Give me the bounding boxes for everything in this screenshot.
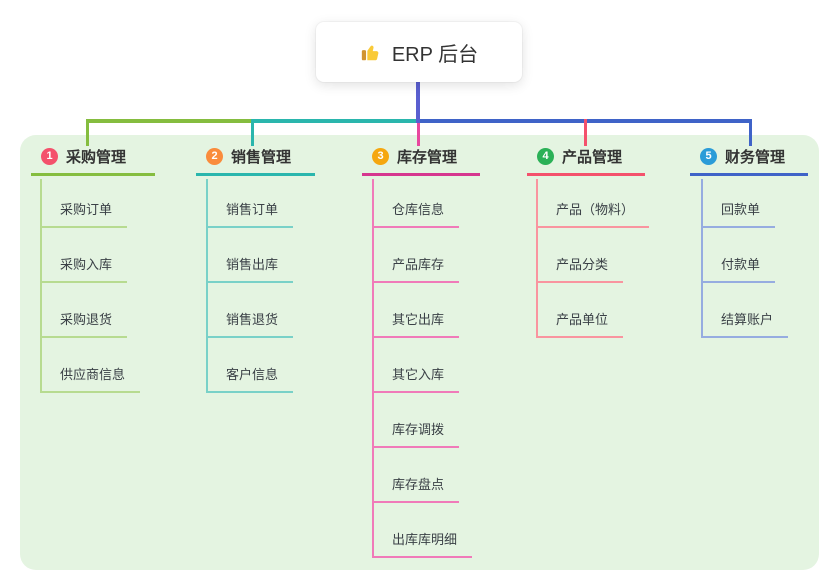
child-node[interactable]: 出库库明细	[372, 529, 473, 558]
child-node[interactable]: 产品（物料）	[536, 199, 650, 228]
child-node[interactable]: 回款单	[701, 199, 776, 228]
child-node[interactable]: 供应商信息	[40, 364, 141, 393]
child-node[interactable]: 客户信息	[206, 364, 294, 393]
branch-node-5[interactable]: 5 财务管理	[690, 146, 808, 176]
root-connector-line	[416, 82, 420, 123]
branch-node-3[interactable]: 3 库存管理	[362, 146, 480, 176]
child-node[interactable]: 付款单	[701, 254, 776, 283]
bus-segment	[87, 119, 254, 123]
root-label: ERP 后台	[391, 43, 479, 66]
child-node[interactable]: 采购退货	[40, 309, 128, 338]
branch-drop-line	[250, 119, 254, 146]
child-node[interactable]: 库存调拨	[372, 419, 460, 448]
branch-title: 产品管理	[562, 148, 623, 166]
branch-title: 采购管理	[66, 148, 127, 166]
branch-node-1[interactable]: 1 采购管理	[31, 146, 155, 176]
child-node[interactable]: 销售出库	[206, 254, 294, 283]
child-node[interactable]: 其它入库	[372, 364, 460, 393]
children-rail-line	[372, 179, 374, 558]
child-node[interactable]: 产品分类	[536, 254, 624, 283]
child-node[interactable]: 产品库存	[372, 254, 460, 283]
child-node[interactable]: 仓库信息	[372, 199, 460, 228]
child-node[interactable]: 销售退货	[206, 309, 294, 338]
branch-number-badge: 1	[41, 147, 58, 165]
child-node[interactable]: 采购入库	[40, 254, 128, 283]
branch-drop-line	[748, 119, 752, 146]
branch-title: 库存管理	[397, 148, 458, 166]
branch-node-4[interactable]: 4 产品管理	[527, 146, 645, 176]
thumbs-up-icon	[360, 41, 382, 63]
child-node[interactable]: 产品单位	[536, 309, 624, 338]
branch-number-badge: 2	[206, 147, 223, 165]
child-node[interactable]: 其它出库	[372, 309, 460, 338]
child-node[interactable]: 采购订单	[40, 199, 128, 228]
branch-title: 财务管理	[725, 148, 786, 166]
branch-number-badge: 4	[537, 147, 554, 165]
branch-node-2[interactable]: 2 销售管理	[196, 146, 315, 176]
branch-number-badge: 3	[372, 147, 389, 165]
children-rail-line	[536, 179, 538, 338]
children-rail-line	[701, 179, 703, 338]
root-node[interactable]: ERP 后台	[316, 22, 522, 82]
branches-panel-background	[20, 135, 819, 570]
children-rail-line	[40, 179, 42, 393]
children-rail-line	[206, 179, 208, 393]
child-node[interactable]: 库存盘点	[372, 474, 460, 503]
child-node[interactable]: 结算账户	[701, 309, 789, 338]
bus-segment	[252, 119, 420, 123]
branch-drop-line	[85, 119, 89, 146]
branch-drop-line	[583, 119, 587, 146]
branch-drop-line	[416, 119, 420, 146]
child-node[interactable]: 销售订单	[206, 199, 294, 228]
branch-number-badge: 5	[700, 147, 717, 165]
branch-title: 销售管理	[231, 148, 292, 166]
